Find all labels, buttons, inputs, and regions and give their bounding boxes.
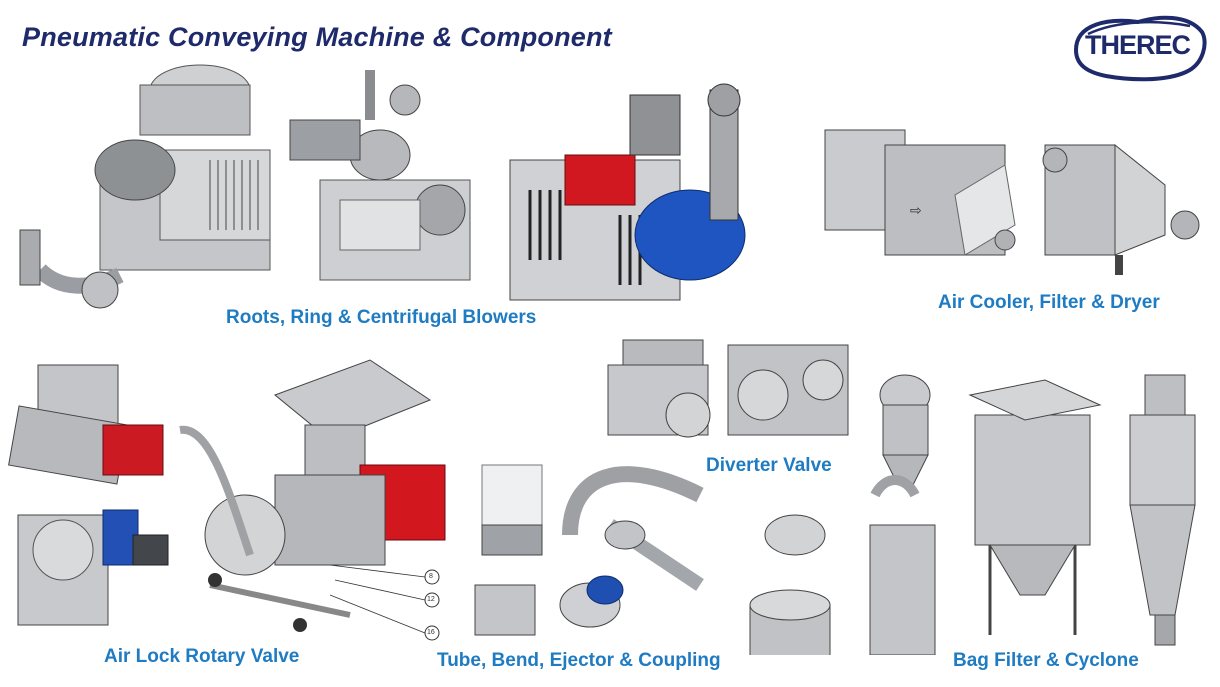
logo-wordmark: THEREC [1085,30,1191,60]
centrifugal-blower [509,83,746,301]
diverter-valve-2 [727,344,849,436]
callout-8: 8 [429,573,433,580]
transparent-tube [481,464,543,556]
bag-filter [968,379,1102,635]
air-filter-dryer [1042,143,1200,275]
callout-12: 12 [427,596,435,603]
filter-vessel-tall [869,475,936,655]
ejector [604,519,704,591]
roots-blower-2 [289,70,471,281]
label-tube: Tube, Bend, Ejector & Coupling [437,650,721,671]
diverter-illustration [607,339,849,438]
pipe-bend [562,466,704,536]
svg-text:⇨: ⇨ [910,203,922,219]
airlock-valve-red [8,364,164,485]
filter-vessel-open [749,514,831,655]
label-blowers: Roots, Ring & Centrifugal Blowers [226,307,537,328]
page-title: Pneumatic Conveying Machine & Component [22,22,612,52]
label-bagfilter: Bag Filter & Cyclone [953,650,1139,671]
label-airlock: Air Lock Rotary Valve [104,646,300,667]
tube-bend-illustration [474,464,704,636]
therec-logo [1073,15,1207,82]
diverter-valve-1 [607,339,711,438]
coupling [474,575,624,636]
callout-16: 16 [427,629,435,636]
label-cooler: Air Cooler, Filter & Dryer [938,292,1160,313]
small-cyclone [879,374,931,486]
bagfilter-illustration [749,374,1196,655]
airlock-valve-blue [17,509,169,626]
roots-blower-1 [19,64,271,309]
air-cooler: ⇨ [824,129,1016,256]
label-diverter: Diverter Valve [706,455,832,476]
conveyor-cart-illustration [179,359,446,641]
blowers-illustration [19,64,746,309]
airlock-illustration [8,364,169,626]
cooler-illustration: ⇨ [824,129,1200,275]
cyclone [1129,374,1196,646]
